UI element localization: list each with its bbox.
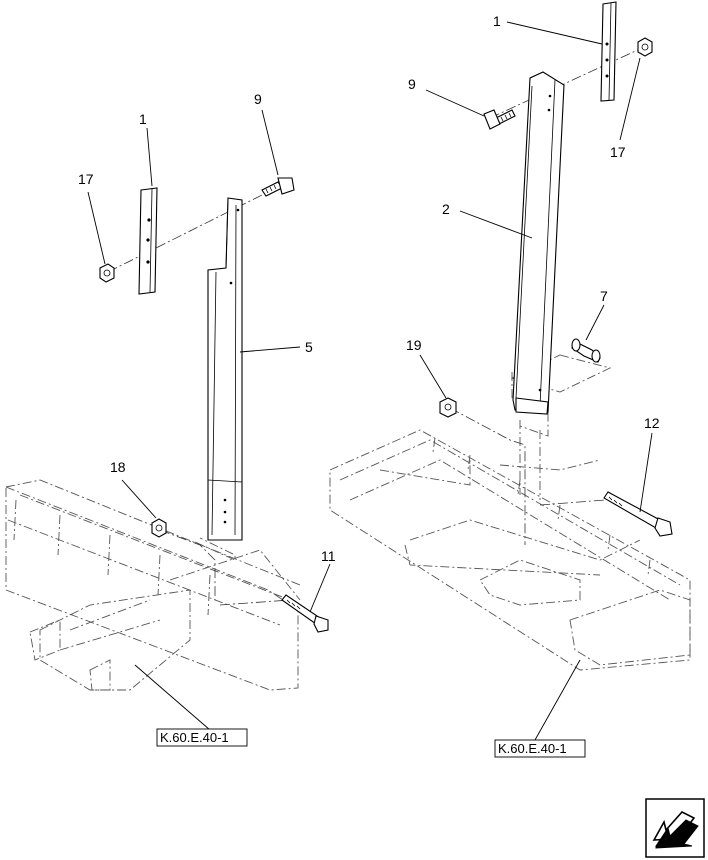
callout-left-18: 18 — [110, 459, 126, 475]
leader-left-ref — [134, 664, 211, 731]
leader-left-5 — [239, 346, 301, 353]
leader-right-17 — [619, 57, 641, 141]
leader-right-12 — [639, 432, 653, 513]
left-long-bolt-11 — [281, 594, 329, 633]
reference-left-label[interactable]: K.60.E.40-1 — [160, 730, 229, 745]
leader-right-7 — [585, 304, 605, 341]
leader-left-11 — [309, 563, 331, 613]
right-long-bolt-12 — [603, 491, 673, 537]
callout-left-17: 17 — [78, 171, 94, 187]
previous-page-arrow-icon[interactable] — [645, 798, 705, 858]
right-frame-phantom — [329, 354, 691, 671]
reference-link-right[interactable]: K.60.E.40-1 — [494, 739, 586, 758]
callout-right-12: 12 — [644, 415, 660, 431]
left-post-5 — [207, 197, 243, 541]
left-nut-18 — [151, 518, 167, 538]
right-centerline-upper — [489, 47, 643, 119]
callout-right-2: 2 — [442, 201, 450, 217]
callout-left-1: 1 — [139, 111, 147, 127]
leader-right-19 — [419, 354, 447, 399]
left-centerline-bolt — [219, 599, 291, 606]
left-centerline-upper — [107, 185, 281, 273]
right-centerline-bolt — [539, 499, 606, 506]
left-centerline-lower — [159, 529, 216, 600]
left-strap-1 — [138, 187, 158, 295]
right-post-2 — [512, 71, 565, 415]
callout-right-17: 17 — [610, 144, 626, 160]
leader-right-9 — [425, 89, 485, 117]
callout-right-7: 7 — [600, 288, 608, 304]
right-strap-1 — [600, 1, 617, 102]
left-frame-phantom — [5, 479, 301, 691]
left-bolt-9 — [261, 177, 295, 197]
leader-left-17 — [87, 191, 106, 265]
left-nut-17 — [99, 263, 115, 283]
callout-right-1: 1 — [493, 13, 501, 29]
leader-right-ref — [534, 659, 581, 741]
right-spacer-7 — [571, 338, 601, 363]
right-assembly: 1 9 17 2 7 19 12 K.60.E.40-1 — [329, 1, 691, 758]
reference-link-left[interactable]: K.60.E.40-1 — [156, 728, 248, 747]
right-nut-19 — [439, 397, 457, 418]
reference-right-label[interactable]: K.60.E.40-1 — [498, 741, 567, 756]
callout-left-9: 9 — [254, 91, 262, 107]
leader-right-2 — [459, 210, 533, 239]
callout-left-5: 5 — [305, 339, 313, 355]
leader-left-9 — [261, 109, 279, 176]
right-centerline-mid — [449, 407, 526, 545]
leader-left-18 — [121, 479, 157, 519]
leader-right-1 — [506, 21, 603, 45]
right-bolt-9 — [483, 109, 516, 130]
callout-right-19: 19 — [406, 337, 422, 353]
callout-left-11: 11 — [321, 548, 336, 564]
left-assembly: 1 9 17 5 18 11 K.60.E.40-1 — [5, 91, 336, 747]
right-nut-17 — [637, 37, 653, 57]
callout-right-9: 9 — [408, 76, 416, 92]
leader-left-1 — [146, 127, 153, 187]
